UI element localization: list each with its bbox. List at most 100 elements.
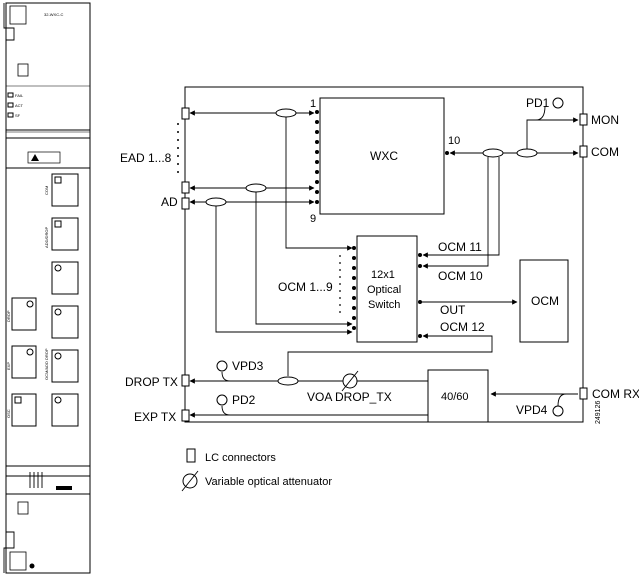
wxc-port-1: 1	[310, 98, 316, 110]
link-vpd4	[557, 393, 567, 407]
connector-ocm-3-ring	[54, 352, 62, 360]
wxc-port-9: 9	[310, 213, 316, 225]
port-add-drop-label: ADD/DROP	[44, 227, 49, 248]
connector-ocm-1-ring	[54, 264, 62, 272]
wxc-block	[319, 97, 445, 215]
led-fail-indicator	[7, 92, 14, 98]
link-ocm10	[422, 157, 489, 269]
switch-input-dots	[352, 246, 422, 338]
connector-ocm-2-ring	[54, 308, 62, 316]
label-mon: MON	[591, 113, 619, 127]
label-vpd3: VPD3	[232, 359, 264, 373]
laser-warning-label	[27, 151, 61, 164]
switch-label-line3: Switch	[368, 299, 400, 311]
optical-switch-block	[356, 235, 418, 343]
coupler-drop	[277, 376, 299, 386]
wxc-label: WXC	[370, 149, 398, 163]
lc-drop-tx	[181, 374, 190, 387]
connector-drop-ring	[26, 300, 34, 308]
ocm-dotted-column	[339, 255, 341, 313]
voa-slash	[341, 370, 359, 392]
link-mon	[526, 117, 579, 149]
label-ocm-11: OCM 11	[438, 240, 482, 254]
card-faceplate: 32-WXC-C FAIL ACT SF COM ADD/DROP	[3, 2, 91, 574]
splitter-label: 40/60	[441, 391, 469, 403]
led-region	[5, 85, 91, 133]
link-tap-ad-switch	[215, 206, 353, 335]
port-com-label: COM	[44, 186, 49, 195]
pd2-icon	[216, 394, 228, 406]
connector-ocm-4-ring	[54, 396, 62, 404]
label-pd1: PD1	[526, 96, 550, 110]
legend-lc-label: LC connectors	[205, 452, 276, 464]
connector-exp-ring	[26, 348, 34, 356]
splitter-block	[427, 369, 489, 423]
lc-mon	[579, 113, 588, 126]
connector-osc-tx	[14, 396, 22, 404]
link-ocm11	[422, 157, 500, 258]
legend-voa-label: Variable optical attenuator	[205, 476, 332, 488]
laser-warning-icon	[31, 154, 39, 161]
label-vpd4: VPD4	[516, 403, 548, 417]
ocm-block	[519, 259, 569, 343]
legend: LC connectors Variable optical attenuato…	[181, 448, 332, 492]
connector-com-tx	[54, 176, 62, 184]
figure-id: 249126	[595, 401, 602, 424]
top-ejector-latch	[3, 3, 15, 41]
label-ocm-10: OCM 10	[438, 269, 483, 283]
coupler-ead8	[245, 183, 267, 193]
barcode	[56, 486, 72, 490]
vpd3-icon	[216, 360, 228, 372]
label-out: OUT	[440, 303, 466, 317]
port-osc-label: OSC	[6, 409, 11, 418]
bottom-latch	[17, 501, 29, 515]
link-tap-ead8-switch	[255, 192, 353, 327]
label-com: COM	[591, 145, 619, 159]
lc-ad	[181, 197, 190, 210]
led-sf-indicator	[7, 112, 14, 118]
link-pd1	[535, 105, 546, 121]
coupler-ead1	[275, 108, 297, 118]
switch-label-line2: Optical	[367, 284, 401, 296]
legend-lc-icon	[186, 448, 196, 463]
link-ocm12	[287, 333, 493, 376]
screw	[29, 563, 35, 569]
led-sf-label: SF	[15, 113, 21, 118]
wxc-input-dots	[315, 110, 319, 204]
link-tap-ead1-switch	[285, 117, 353, 251]
led-panel: FAIL ACT SF	[5, 85, 91, 133]
coupler-ad	[205, 197, 227, 207]
wxc-output-dot	[445, 151, 449, 155]
lc-ead-top	[181, 107, 190, 120]
connector-ocm-3	[51, 349, 79, 383]
port-ocm-add-drop-label: OCM/ADD DROP	[44, 348, 49, 380]
ocm-label: OCM	[531, 294, 559, 308]
led-act-label: ACT	[15, 103, 24, 108]
vpd4-icon	[552, 405, 564, 417]
bottom-ejector-handle	[9, 551, 27, 571]
led-act-indicator	[7, 102, 14, 108]
switch-label-line1: 12x1	[371, 269, 395, 281]
label-drop-tx: DROP TX	[125, 375, 178, 389]
top-ejector-handle	[9, 5, 27, 25]
label-pd2: PD2	[232, 393, 256, 407]
legend-voa-slash	[181, 470, 199, 492]
serial-text-block	[29, 472, 43, 488]
connector-add-drop-tx	[54, 220, 62, 228]
label-com-rx: COM RX	[592, 387, 639, 401]
card-connectors: COM ADD/DROP OCM/ADD DROP DROP EXP OSC	[6, 173, 79, 427]
card-latch	[17, 63, 29, 77]
lc-ead-bottom	[181, 181, 190, 194]
led-fail-label: FAIL	[15, 93, 24, 98]
label-ocm-1-9: OCM 1...9	[278, 280, 333, 294]
card-name-label: 32-WXC-C	[44, 12, 63, 17]
ead-dots	[177, 123, 179, 173]
lc-com	[579, 145, 588, 158]
port-exp-label: EXP	[6, 362, 11, 370]
lc-com-rx	[579, 387, 588, 400]
pd1-icon	[552, 97, 564, 109]
coupler-com-a	[482, 148, 504, 158]
lc-exp-tx	[181, 409, 190, 422]
label-exp-tx: EXP TX	[134, 410, 176, 424]
